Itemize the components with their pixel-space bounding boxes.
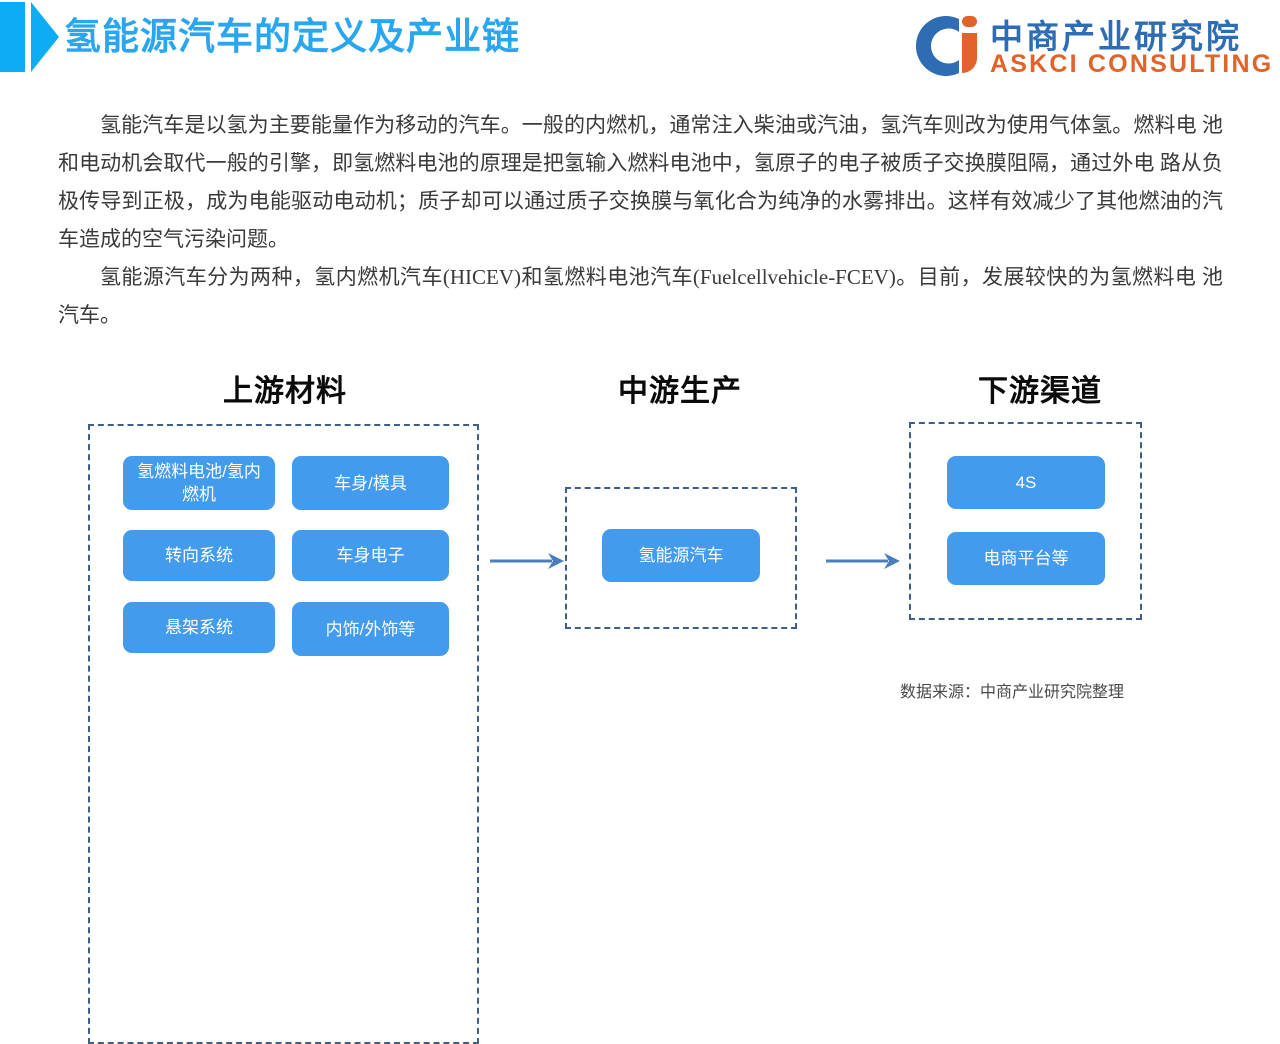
- header-accent-block: [0, 2, 25, 72]
- page-title: 氢能源汽车的定义及产业链: [64, 16, 520, 57]
- article-body: 氢能汽车是以氢为主要能量作为移动的汽车。一般的内燃机，通常注入柴油或汽油，氢汽车…: [58, 106, 1223, 334]
- data-source-note: 数据来源：中商产业研究院整理: [900, 684, 1125, 701]
- chain-node-upstream-4[interactable]: 车身电子: [292, 530, 449, 581]
- chain-node-midstream-1[interactable]: 氢能源汽车: [602, 529, 760, 582]
- page-header: 氢能源汽车的定义及产业链 中商产业研究院 ASKCI CONSULTING: [0, 0, 1280, 96]
- industry-chain-diagram: 上游材料 中游生产 下游渠道 氢燃料电池/氢内燃机 车身/模具 转向系统 车身电…: [0, 352, 1280, 1044]
- arrow-upstream-to-midstream-icon: [490, 553, 564, 569]
- stage-container-downstream: [909, 422, 1142, 620]
- paragraph-types: 氢能源汽车分为两种，氢内燃机汽车(HICEV)和氢燃料电池汽车(Fuelcell…: [58, 265, 1223, 327]
- askci-logo-mark-icon: [915, 16, 977, 77]
- chain-node-downstream-1[interactable]: 4S: [947, 456, 1105, 509]
- brand-logo: 中商产业研究院 ASKCI CONSULTING: [912, 8, 1271, 84]
- chain-node-upstream-5[interactable]: 悬架系统: [123, 602, 275, 653]
- chain-node-upstream-6[interactable]: 内饰/外饰等: [292, 602, 449, 656]
- stage-container-midstream: [565, 487, 797, 629]
- chain-node-upstream-3[interactable]: 转向系统: [123, 530, 275, 581]
- stage-heading-downstream: 下游渠道: [978, 375, 1102, 408]
- paragraph-definition: 氢能汽车是以氢为主要能量作为移动的汽车。一般的内燃机，通常注入柴油或汽油，氢汽车…: [58, 113, 1223, 251]
- stage-heading-midstream: 中游生产: [618, 375, 742, 408]
- logo-text-english: ASKCI CONSULTING: [990, 50, 1274, 78]
- chain-node-downstream-2[interactable]: 电商平台等: [947, 532, 1105, 585]
- stage-container-upstream: [88, 424, 479, 1044]
- stage-heading-upstream: 上游材料: [223, 375, 347, 408]
- chain-node-upstream-1[interactable]: 氢燃料电池/氢内燃机: [123, 456, 275, 510]
- arrow-midstream-to-downstream-icon: [826, 553, 900, 569]
- header-accent-arrow-icon: [31, 2, 59, 72]
- chain-node-upstream-2[interactable]: 车身/模具: [292, 456, 449, 510]
- logo-text-chinese: 中商产业研究院: [990, 18, 1242, 55]
